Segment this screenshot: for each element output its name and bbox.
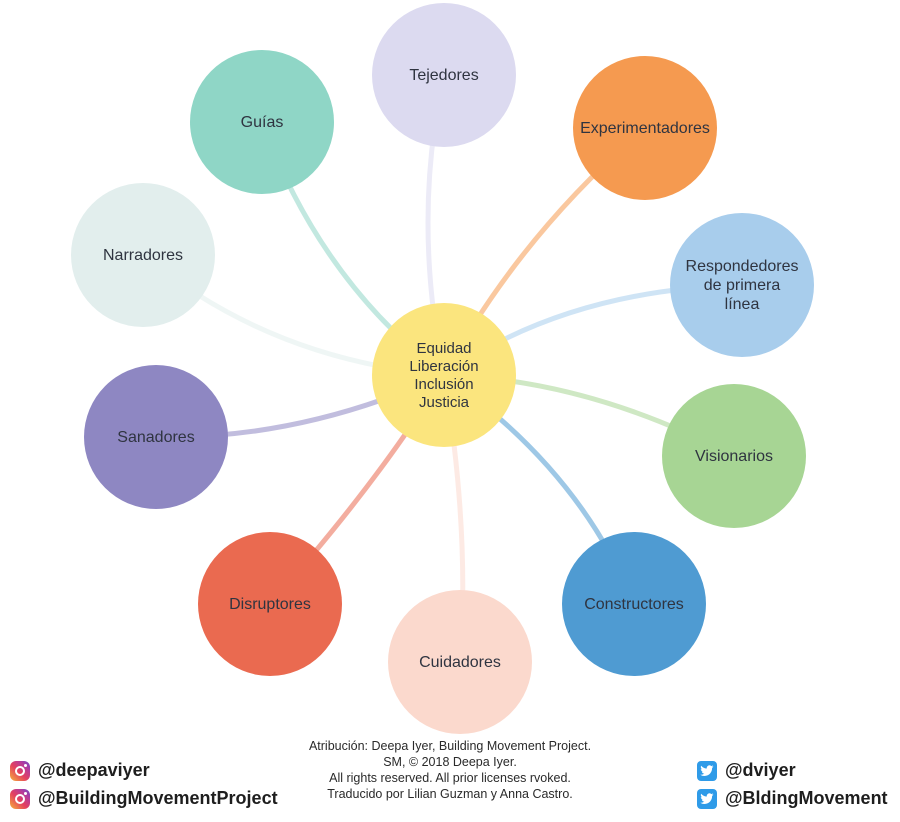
role-cuidadores: Cuidadores: [388, 590, 532, 734]
role-visionarios-label: Visionarios: [695, 448, 773, 465]
role-sanadores: Sanadores: [84, 365, 228, 509]
center-label: Liberación: [409, 358, 478, 375]
role-respondedores-de-primera-linea-label: Respondedores: [686, 258, 799, 275]
center-label: Equidad: [416, 340, 471, 357]
attribution: Atribución: Deepa Iyer, Building Movemen…: [250, 738, 650, 802]
attribution-line-3: All rights reserved. All prior licenses …: [329, 771, 571, 785]
role-experimentadores-circle: [573, 56, 717, 200]
role-constructores-circle: [562, 532, 706, 676]
twitter-icon: [697, 788, 717, 809]
role-narradores-circle: [71, 183, 215, 327]
role-respondedores-de-primera-linea-circle: [670, 213, 814, 357]
twitter-handle-personal-text: @dviyer: [725, 760, 796, 780]
instagram-handle-personal-text: @deepaviyer: [38, 760, 150, 780]
role-guias-label: Guías: [241, 114, 284, 131]
role-disruptores-label: Disruptores: [229, 596, 311, 613]
role-respondedores-de-primera-linea-label: línea: [725, 296, 760, 313]
role-cuidadores-label: Cuidadores: [419, 654, 501, 671]
role-experimentadores: Experimentadores: [573, 56, 717, 200]
role-cuidadores-circle: [388, 590, 532, 734]
role-sanadores-label: Sanadores: [117, 429, 194, 446]
center-label: Inclusión: [414, 376, 473, 393]
instagram-icon: [10, 760, 30, 781]
instagram-icon: [10, 788, 30, 809]
center-circle: [372, 303, 516, 447]
instagram-handle-org[interactable]: @BuildingMovementProject: [10, 788, 278, 809]
center-label: Justicia: [419, 394, 470, 411]
role-tejedores-circle: [372, 3, 516, 147]
role-tejedores-label: Tejedores: [409, 67, 478, 84]
attribution-line-1: Atribución: Deepa Iyer, Building Movemen…: [308, 739, 592, 753]
attribution-line-2: SM, © 2018 Deepa Iyer.: [383, 755, 517, 769]
instagram-handle-personal[interactable]: @deepaviyer: [10, 760, 150, 781]
role-constructores-label: Constructores: [584, 596, 684, 613]
role-visionarios-circle: [662, 384, 806, 528]
role-visionarios: Visionarios: [662, 384, 806, 528]
role-disruptores-circle: [198, 532, 342, 676]
role-guias-circle: [190, 50, 334, 194]
role-narradores-label: Narradores: [103, 247, 183, 264]
twitter-handle-personal[interactable]: @dviyer: [697, 760, 796, 781]
role-guias: Guías: [190, 50, 334, 194]
twitter-icon: [697, 760, 717, 781]
role-disruptores: Disruptores: [198, 532, 342, 676]
instagram-handle-org-text: @BuildingMovementProject: [38, 788, 278, 808]
role-respondedores-de-primera-linea-label: de primera: [704, 277, 781, 294]
role-tejedores: Tejedores: [372, 3, 516, 147]
attribution-line-4: Traducido por Lilian Guzman y Anna Castr…: [327, 787, 573, 801]
role-experimentadores-label: Experimentadores: [580, 120, 710, 137]
role-sanadores-circle: [84, 365, 228, 509]
role-respondedores-de-primera-linea: Respondedores de primera línea: [670, 213, 814, 357]
role-constructores: Constructores: [562, 532, 706, 676]
twitter-handle-org[interactable]: @BldingMovement: [697, 788, 888, 809]
role-narradores: Narradores: [71, 183, 215, 327]
twitter-handle-org-text: @BldingMovement: [725, 788, 888, 808]
